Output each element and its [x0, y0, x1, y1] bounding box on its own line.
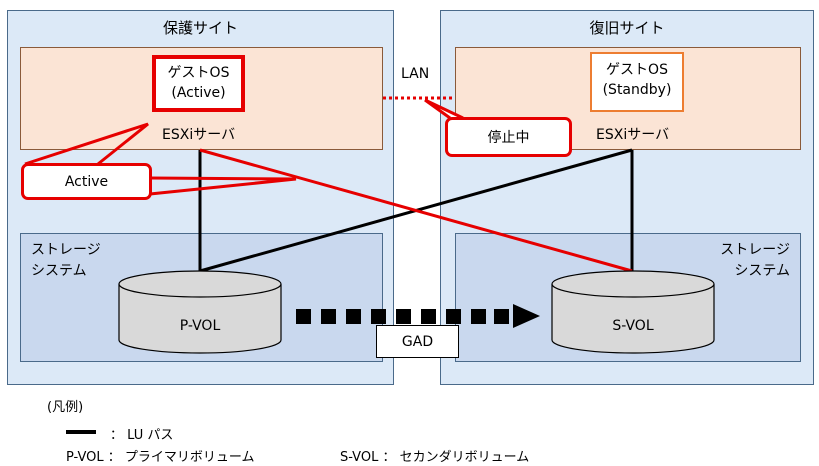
recovery-guest-os-name: ゲストOS — [606, 62, 668, 78]
protected-storage-label: ストレージ システム — [31, 240, 101, 282]
protected-esxi-label: ESXiサーバ — [162, 127, 236, 143]
legend-svol: S-VOL ： セカンダリボリューム — [340, 450, 530, 465]
protected-storage-label-line2: システム — [31, 263, 87, 279]
recovery-guest-os: ゲストOS (Standby) — [590, 52, 684, 112]
recovery-storage-label: ストレージ システム — [690, 240, 790, 282]
active-callout: Active — [21, 163, 152, 200]
protected-guest-os-name: ゲストOS — [167, 65, 230, 81]
stopped-callout: 停止中 — [445, 117, 572, 157]
recovery-site-title: 復旧サイト — [589, 19, 665, 37]
protected-guest-os-state: (Active) — [171, 85, 226, 101]
gad-label: GAD — [376, 325, 459, 358]
pvol-label: P-VOL — [179, 318, 221, 334]
protected-guest-os: ゲストOS (Active) — [152, 55, 245, 112]
legend-lu-path: ： LU パス — [110, 428, 174, 443]
recovery-esxi-label: ESXiサーバ — [596, 127, 670, 143]
lan-label: LAN — [401, 66, 430, 82]
recovery-storage-label-line2: システム — [734, 263, 790, 279]
legend-pvol: P-VOL ： プライマリボリューム — [66, 450, 255, 465]
recovery-guest-os-state: (Standby) — [602, 82, 672, 98]
protected-site-title: 保護サイト — [162, 19, 238, 37]
legend-title: (凡例) — [47, 400, 84, 415]
recovery-storage-label-line1: ストレージ — [720, 242, 790, 258]
svol-label: S-VOL — [612, 318, 654, 334]
protected-storage-label-line1: ストレージ — [31, 242, 101, 258]
